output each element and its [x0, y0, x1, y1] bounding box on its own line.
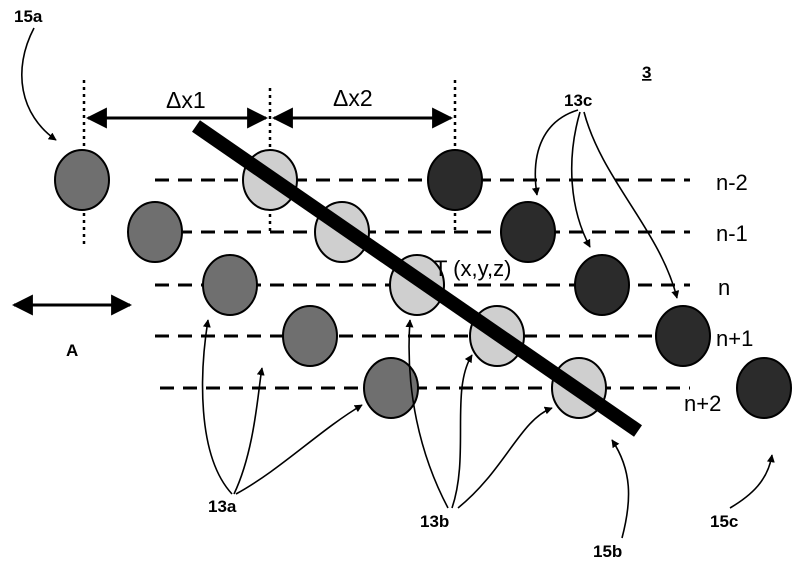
circle-a-4 [283, 306, 337, 366]
leader-13b-3 [458, 408, 552, 508]
circle-c-4 [656, 306, 710, 366]
callout-15b: 15b [593, 542, 622, 561]
leader-15b [612, 440, 629, 538]
circle-a-3 [203, 255, 257, 315]
row-label-n-1: n-1 [716, 221, 748, 246]
row-label-n+1: n+1 [716, 326, 753, 351]
callout-13a: 13a [208, 497, 237, 516]
callout-15a: 15a [14, 7, 43, 26]
leader-15a [22, 28, 56, 140]
circle-a-2 [128, 202, 182, 262]
point-label: T (x,y,z) [434, 256, 511, 281]
leader-13b-2 [452, 355, 472, 508]
callout-15c: 15c [710, 512, 738, 531]
leader-15c [730, 455, 772, 508]
leader-13a-1 [203, 320, 232, 494]
row-label-n: n [718, 275, 730, 300]
circle-c-3 [575, 255, 629, 315]
leader-13b-1 [409, 320, 448, 508]
row-label-n+2: n+2 [684, 391, 721, 416]
dx1-label: Δx1 [166, 87, 206, 113]
dx2-label: Δx2 [333, 85, 373, 111]
circle-a-1 [55, 150, 109, 210]
circle-c-2 [501, 202, 555, 262]
figure-number: 3 [642, 63, 651, 82]
circle-c-5 [737, 358, 791, 418]
circle-c-1 [428, 150, 482, 210]
axis-label: A [66, 341, 78, 360]
callout-13c: 13c [564, 91, 592, 110]
row-label-n-2: n-2 [716, 170, 748, 195]
callout-13b: 13b [420, 512, 449, 531]
